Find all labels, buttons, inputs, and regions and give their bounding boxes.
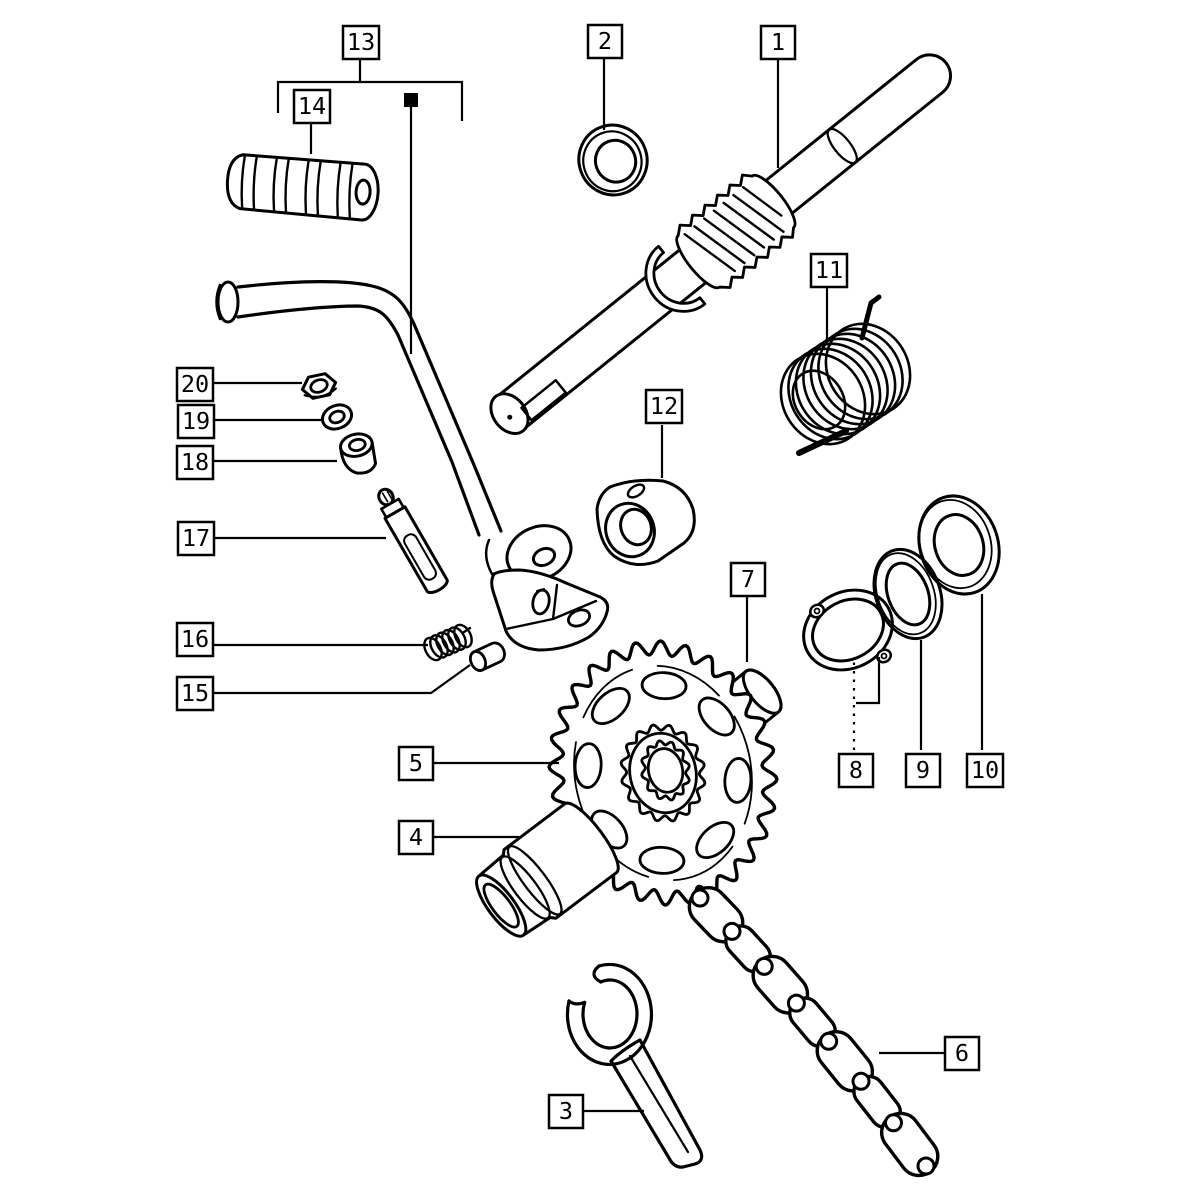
callout-9-box [904,752,942,789]
part-detent-spring-16 [423,623,473,662]
callout-3-label: 3 [559,1097,573,1125]
part-shim-ring-10 [917,494,1001,596]
callout-12: 12 [644,388,684,425]
callout-19: 19 [176,403,216,440]
callout-7-box [729,561,767,598]
callout-15: 15 [175,675,215,712]
part-lever-3 [565,962,704,1169]
part-kick-lever-arm [215,280,610,652]
part-chain-6 [687,885,940,1178]
callout-16-box [175,621,215,658]
part-nut-20 [300,372,338,400]
part-ring-2 [577,123,649,197]
callout-3-box [547,1093,585,1130]
callout-4-label: 4 [409,823,423,851]
shaft-halfmoon-flange [644,244,707,313]
callout-5-box [397,745,435,782]
callout-11-label: 11 [815,256,843,284]
callout-6-box [943,1035,981,1072]
callout-7: 7 [729,561,767,598]
callout-17-box [176,520,216,557]
callout-6: 6 [943,1035,981,1072]
callout-1-box [759,24,797,61]
callout-19-label: 19 [182,407,210,435]
lever-clevis [490,568,610,652]
callout-1-label: 1 [771,28,785,56]
part-bushing-4 [475,801,620,938]
part-washer-9 [872,547,944,641]
callout-8-box [837,752,875,789]
callout-4: 4 [397,819,435,856]
callout-13-marker-square [404,93,418,107]
callout-19-box [176,403,216,440]
callout-18-box [175,444,215,481]
callout-10-label: 10 [971,756,999,784]
part-clamp-12 [595,478,696,567]
callout-2-label: 2 [598,27,612,55]
part-circlip-8 [802,588,894,672]
callout-4-box [397,819,435,856]
callout-10: 10 [965,752,1005,789]
part-return-spring-11 [779,294,912,456]
callout-9-label: 9 [916,756,930,784]
part-washer-19 [320,403,354,431]
callout-12-label: 12 [650,392,678,420]
callout-12-box [644,388,684,425]
part-spacer-18 [339,432,378,475]
part-grip-14 [225,153,380,222]
callout-20-box [175,366,215,403]
callout-2-box [586,23,624,60]
kick-lever-assembly [215,93,610,652]
callout-17: 17 [176,520,216,557]
group-bracket-13 [276,80,464,121]
callout-14-label: 14 [298,92,326,120]
callout-16-label: 16 [181,625,209,653]
callout-9: 9 [904,752,942,789]
callout-20-label: 20 [181,370,209,398]
callout-10-box [965,752,1005,789]
callout-13-box [341,24,381,61]
callout-13-label: 13 [347,28,375,56]
callout-1: 1 [759,24,797,61]
callout-13: 13 [341,24,381,61]
leader-lines [211,59,984,1113]
callout-14-box [292,88,332,125]
callout-15-label: 15 [181,679,209,707]
callout-6-label: 6 [955,1039,969,1067]
callout-17-label: 17 [182,524,210,552]
callout-5-label: 5 [409,749,423,777]
callout-16: 16 [175,621,215,658]
callout-18-label: 18 [181,448,209,476]
callout-8: 8 [837,752,875,789]
callout-8-label: 8 [849,756,863,784]
part-pivot-pin-17 [377,487,449,595]
part-plug-15 [468,641,506,672]
part-kickstart-shaft [489,53,953,435]
callout-15-box [175,675,215,712]
callout-11: 11 [809,252,849,289]
callout-7-label: 7 [741,565,755,593]
callout-18: 18 [175,444,215,481]
callout-labels: 1 2 3 4 5 6 7 8 [175,23,1005,1130]
callout-5: 5 [397,745,435,782]
callout-20: 20 [175,366,215,403]
callout-3: 3 [547,1093,585,1130]
callout-2: 2 [586,23,624,60]
callout-11-box [809,252,849,289]
callout-14: 14 [292,88,332,125]
